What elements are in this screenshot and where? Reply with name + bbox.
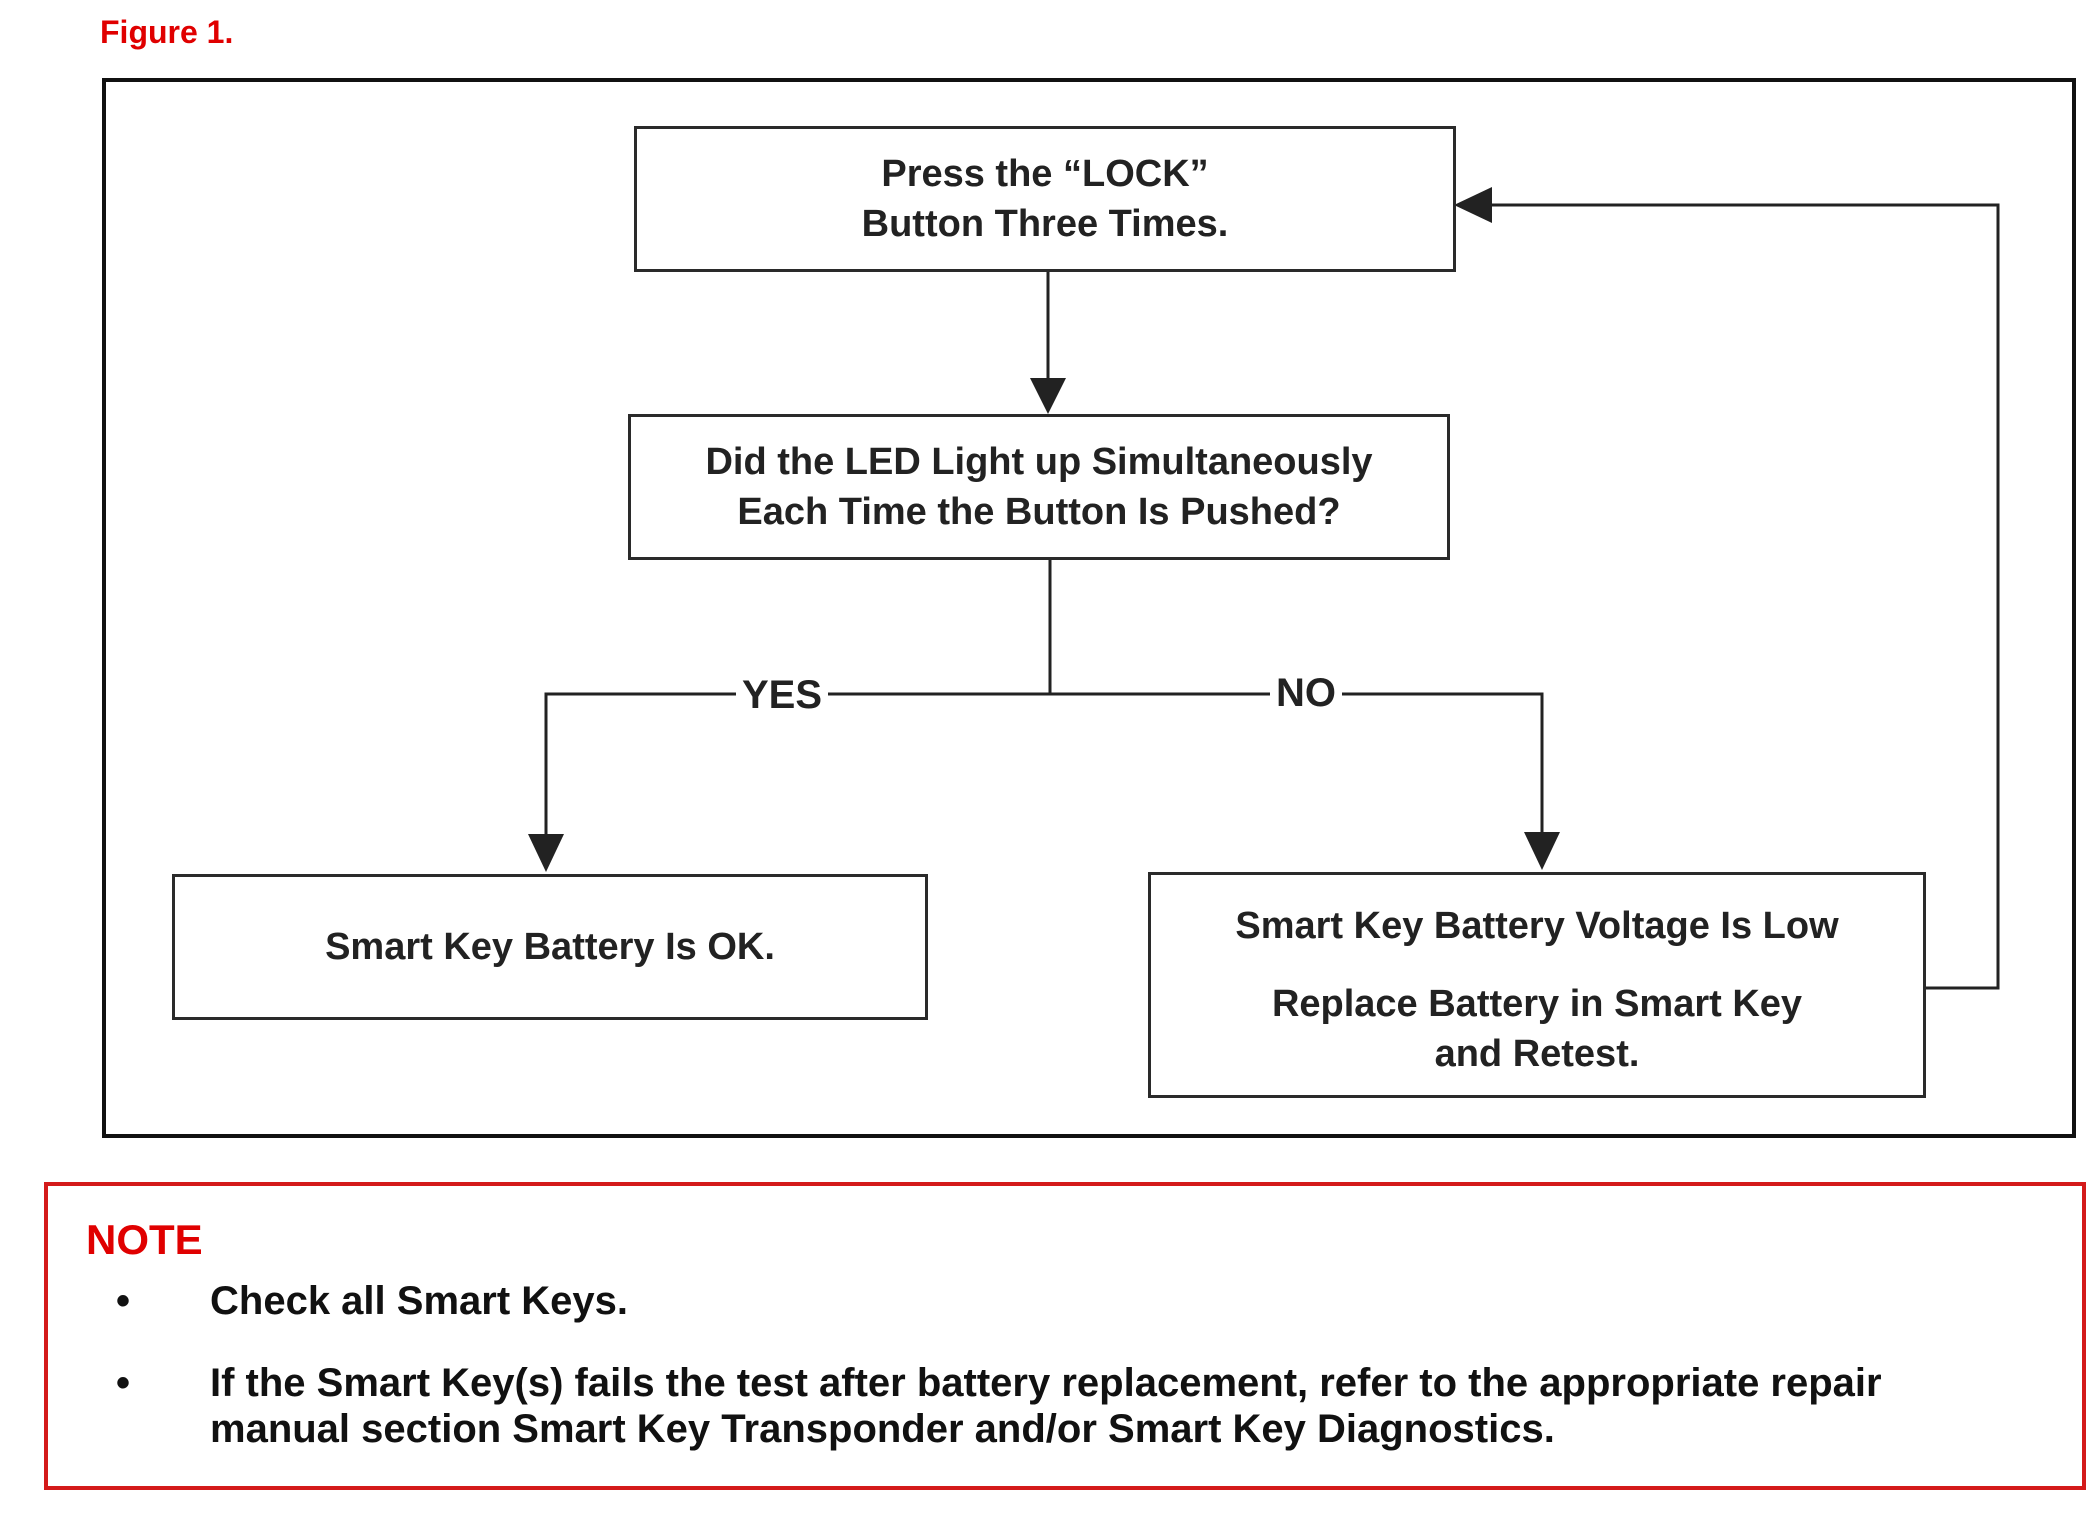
start-box-line-2: Button Three Times. [861, 203, 1229, 245]
arrowhead-to-ok [528, 834, 564, 872]
note-title: NOTE [86, 1216, 203, 1263]
note-list: • Check all Smart Keys. • If the Smart K… [116, 1278, 2016, 1452]
decision-box-line-1: Did the LED Light up Simultaneously [705, 441, 1373, 483]
start-box: Press the “LOCK” Button Three Times. [634, 126, 1456, 272]
note-item: • Check all Smart Keys. [116, 1278, 2016, 1324]
battery-low-box: Smart Key Battery Voltage Is Low Replace… [1148, 872, 1926, 1098]
arrowhead-to-start [1454, 187, 1492, 223]
start-box-line-1: Press the “LOCK” [881, 153, 1209, 195]
note-item: • If the Smart Key(s) fails the test aft… [116, 1360, 2016, 1452]
arrowhead-to-low [1524, 832, 1560, 870]
bullet-icon: • [116, 1361, 131, 1405]
battery-ok-box: Smart Key Battery Is OK. [172, 874, 928, 1020]
yes-label: YES [736, 673, 829, 717]
note-item-text: Check all Smart Keys. [210, 1279, 628, 1323]
battery-low-line-3: and Retest. [1434, 1033, 1640, 1075]
connector-yes-branch [544, 692, 1050, 838]
battery-ok-line-1: Smart Key Battery Is OK. [325, 926, 775, 968]
decision-box: Did the LED Light up Simultaneously Each… [628, 414, 1450, 560]
decision-box-line-2: Each Time the Button Is Pushed? [737, 491, 1341, 533]
battery-low-line-1: Smart Key Battery Voltage Is Low [1235, 905, 1839, 947]
figure-label: Figure 1. [100, 14, 234, 50]
flowchart-frame [102, 78, 2076, 1138]
no-label: NO [1270, 671, 1342, 715]
arrowhead-to-decision [1030, 378, 1066, 414]
bullet-icon: • [116, 1279, 131, 1323]
battery-low-line-2: Replace Battery in Smart Key [1271, 983, 1803, 1025]
note-box: NOTE • Check all Smart Keys. • If the Sm… [44, 1182, 2086, 1490]
note-item-text: If the Smart Key(s) fails the test after… [210, 1361, 1882, 1451]
connector-retest-loop [1490, 203, 2000, 990]
connector-no-branch [1050, 692, 1544, 836]
